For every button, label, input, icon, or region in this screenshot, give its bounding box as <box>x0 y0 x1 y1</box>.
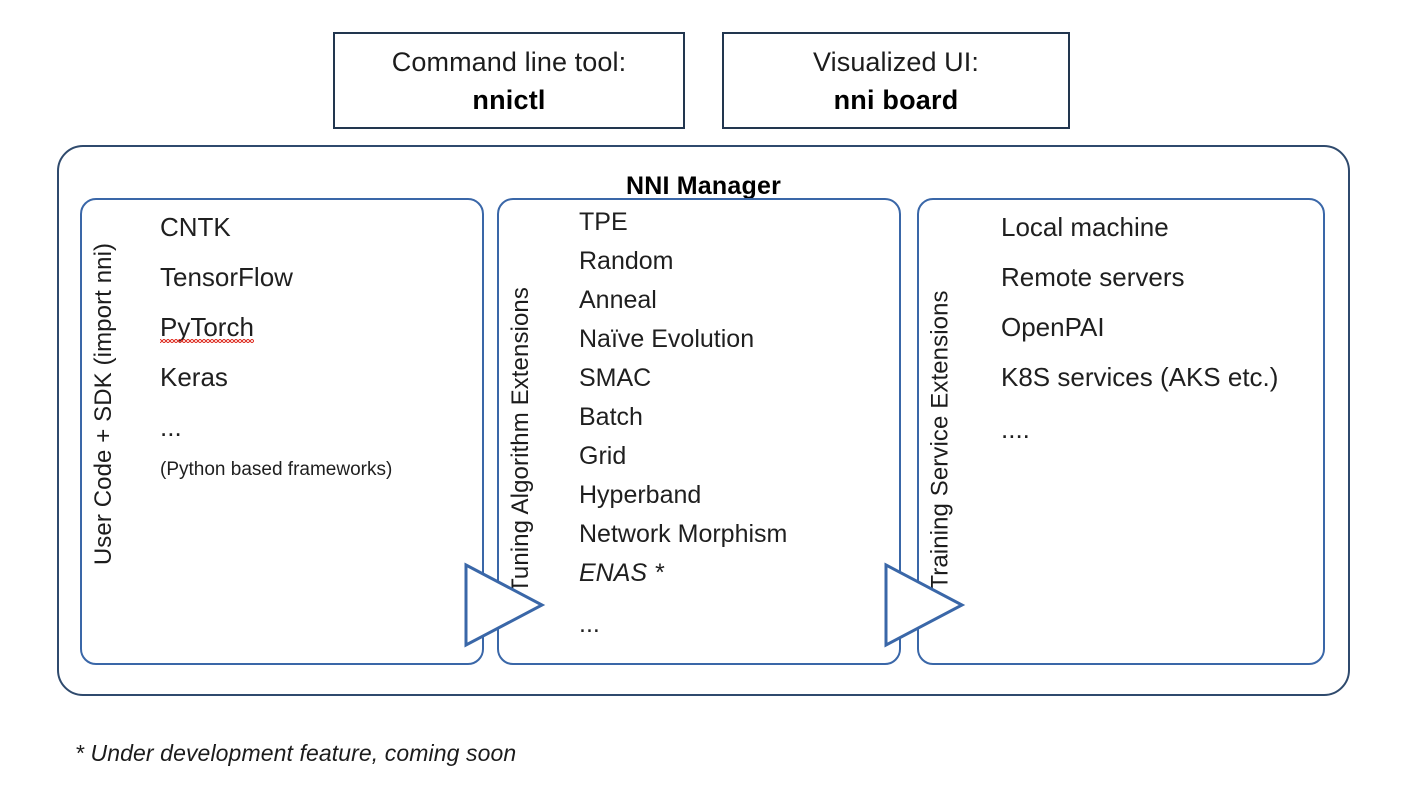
tuning-algorithm-extensions-side-label: Tuning Algorithm Extensions <box>507 286 535 593</box>
footnote-text: * Under development feature, coming soon <box>75 740 517 766</box>
list-item-ellipsis: ... <box>579 610 600 638</box>
list-item-enas: ENAS * <box>579 559 664 587</box>
visualized-ui-name: nni board <box>833 84 959 115</box>
command-line-tool-caption: Command line tool: <box>391 46 627 77</box>
list-item: Random <box>579 247 674 275</box>
list-item: Keras <box>160 362 228 392</box>
list-item: CNTK <box>160 212 231 242</box>
list-item: TPE <box>579 208 628 236</box>
training-service-item-list: Local machine Remote servers OpenPAI K8S… <box>1001 214 1313 466</box>
pytorch-misspelled-text: PyTorch <box>160 312 254 343</box>
list-item: Batch <box>579 403 643 431</box>
training-service-extensions-box: Training Service Extensions Local machin… <box>917 198 1325 665</box>
list-item: Naïve Evolution <box>579 325 755 353</box>
tuning-algorithm-item-list: TPE Random Anneal Naïve Evolution SMAC B… <box>579 210 889 651</box>
list-item: OpenPAI <box>1001 312 1105 342</box>
training-service-extensions-side-label: Training Service Extensions <box>927 289 954 590</box>
frameworks-note: (Python based frameworks) <box>160 459 393 480</box>
list-item: PyTorch <box>160 312 472 343</box>
user-code-sdk-side-label: User Code + SDK (import nni) <box>90 242 117 565</box>
list-item: K8S services (AKS etc.) <box>1001 362 1279 392</box>
list-item: SMAC <box>579 364 652 392</box>
list-item: Local machine <box>1001 212 1169 242</box>
command-line-tool-box: Command line tool: nnictl <box>333 32 685 129</box>
command-line-tool-name: nnictl <box>472 84 546 115</box>
tuning-algorithm-extensions-box: Tuning Algorithm Extensions TPE Random A… <box>497 198 901 665</box>
list-item: Network Morphism <box>579 520 788 548</box>
list-item-ellipsis: .... <box>1001 414 1030 444</box>
user-code-sdk-box: User Code + SDK (import nni) CNTK Tensor… <box>80 198 484 665</box>
visualized-ui-caption: Visualized UI: <box>813 46 979 77</box>
list-item: Remote servers <box>1001 262 1185 292</box>
visualized-ui-box: Visualized UI: nni board <box>722 32 1070 129</box>
list-item: Hyperband <box>579 481 702 509</box>
user-code-sdk-item-list: CNTK TensorFlow PyTorch Keras ... (Pytho… <box>160 214 472 503</box>
list-item: TensorFlow <box>160 262 293 292</box>
list-item-ellipsis: ... <box>160 412 182 442</box>
list-item: Anneal <box>579 286 657 314</box>
list-item: Grid <box>579 442 627 470</box>
nni-manager-title: NNI Manager <box>625 172 781 200</box>
